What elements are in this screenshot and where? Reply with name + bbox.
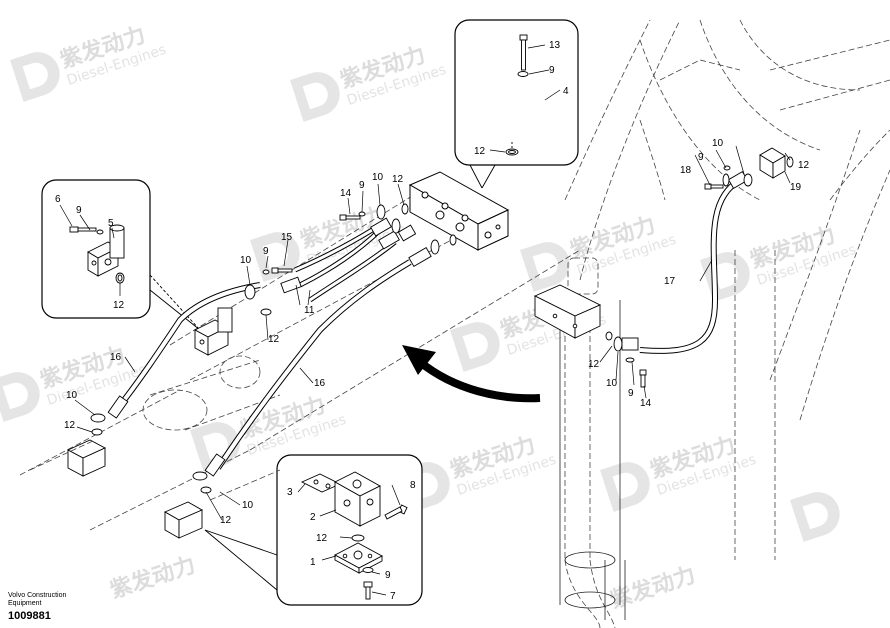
d-logo-icon (0, 372, 40, 422)
callout-8: 8 (410, 480, 416, 491)
callout-7: 7 (390, 591, 396, 602)
hose-assemblies-center (115, 177, 742, 470)
callout-10-left: 10 (66, 390, 78, 401)
callout-12-right: 12 (798, 160, 810, 171)
callout-12-left-low: 12 (64, 420, 76, 431)
watermark-brand-cn: 紫发动力 (107, 552, 199, 604)
callout-9-right: 9 (698, 152, 704, 163)
callout-16-right: 16 (314, 378, 326, 389)
callout-4: 4 (563, 86, 569, 97)
callout-13: 13 (549, 40, 561, 51)
callout-10-center: 10 (372, 172, 384, 183)
callout-12-lower-right: 12 (588, 359, 600, 370)
callout-9-lower-right: 9 (628, 388, 634, 399)
d-logo-icon (700, 252, 750, 302)
callout-10-arm: 10 (240, 255, 252, 266)
callout-14-center: 14 (340, 188, 352, 199)
axis-dashes (29, 439, 281, 501)
callout-10-lower-right: 10 (606, 378, 618, 389)
d-logo-icon (450, 322, 500, 372)
callout-14-right: 14 (640, 398, 652, 409)
inset-top (454, 19, 579, 166)
callout-17: 17 (664, 276, 676, 287)
callout-3: 3 (287, 487, 293, 498)
watermark-brand-cn: 紫发动力 (607, 562, 699, 614)
callout-9-bottom: 9 (385, 570, 391, 581)
leader-lines (59, 44, 791, 596)
d-logo-icon (250, 232, 300, 282)
boom-structure-outline (19, 19, 890, 628)
callout-9-center: 9 (359, 180, 365, 191)
callout-10-right: 10 (712, 138, 724, 149)
callout-9-arm: 9 (263, 246, 269, 257)
inset-left-parts (69, 224, 125, 284)
d-logo-icon (290, 72, 340, 122)
inset-top-parts (505, 34, 529, 156)
callout-9-inset: 9 (549, 65, 555, 76)
callout-18: 18 (680, 165, 692, 176)
callout-12-center: 12 (392, 174, 404, 185)
valve-block-center (408, 171, 510, 251)
publisher-credit: Volvo Construction Equipment (8, 592, 66, 608)
callout-12-inset: 12 (474, 146, 486, 157)
callout-9-left: 9 (76, 205, 82, 216)
callout-16-left: 16 (110, 352, 122, 363)
d-logo-icon (520, 242, 570, 292)
callout-10-lower: 10 (242, 500, 254, 511)
callout-2: 2 (310, 512, 316, 523)
d-logo-icon (10, 52, 60, 102)
drawing-number: 1009881 (8, 610, 51, 622)
callout-11: 11 (304, 305, 315, 316)
callout-12-lower: 12 (220, 515, 232, 526)
callout-5: 5 (108, 218, 114, 229)
credit-line-2: Equipment (8, 600, 42, 607)
inset-bottom-parts (300, 471, 408, 600)
callout-12-arm: 12 (268, 334, 280, 345)
callout-6: 6 (55, 194, 61, 205)
callout-1: 1 (310, 557, 316, 568)
callout-12-left: 12 (113, 300, 125, 311)
direction-arrow (402, 345, 541, 403)
inset-bottom (276, 454, 423, 606)
credit-line-1: Volvo Construction (8, 592, 67, 599)
d-logo-icon (790, 492, 840, 542)
callout-15: 15 (281, 232, 293, 243)
callout-19: 19 (790, 182, 802, 193)
boom-structure-solid (559, 300, 626, 620)
callout-numbers: 1 2 3 4 5 6 7 8 9 9 9 9 9 9 9 10 10 10 1… (55, 40, 810, 602)
d-logo-icon (600, 462, 650, 512)
callout-12-bottom: 12 (316, 533, 328, 544)
hose-fittings (66, 147, 794, 539)
inset-pointers (149, 164, 496, 591)
